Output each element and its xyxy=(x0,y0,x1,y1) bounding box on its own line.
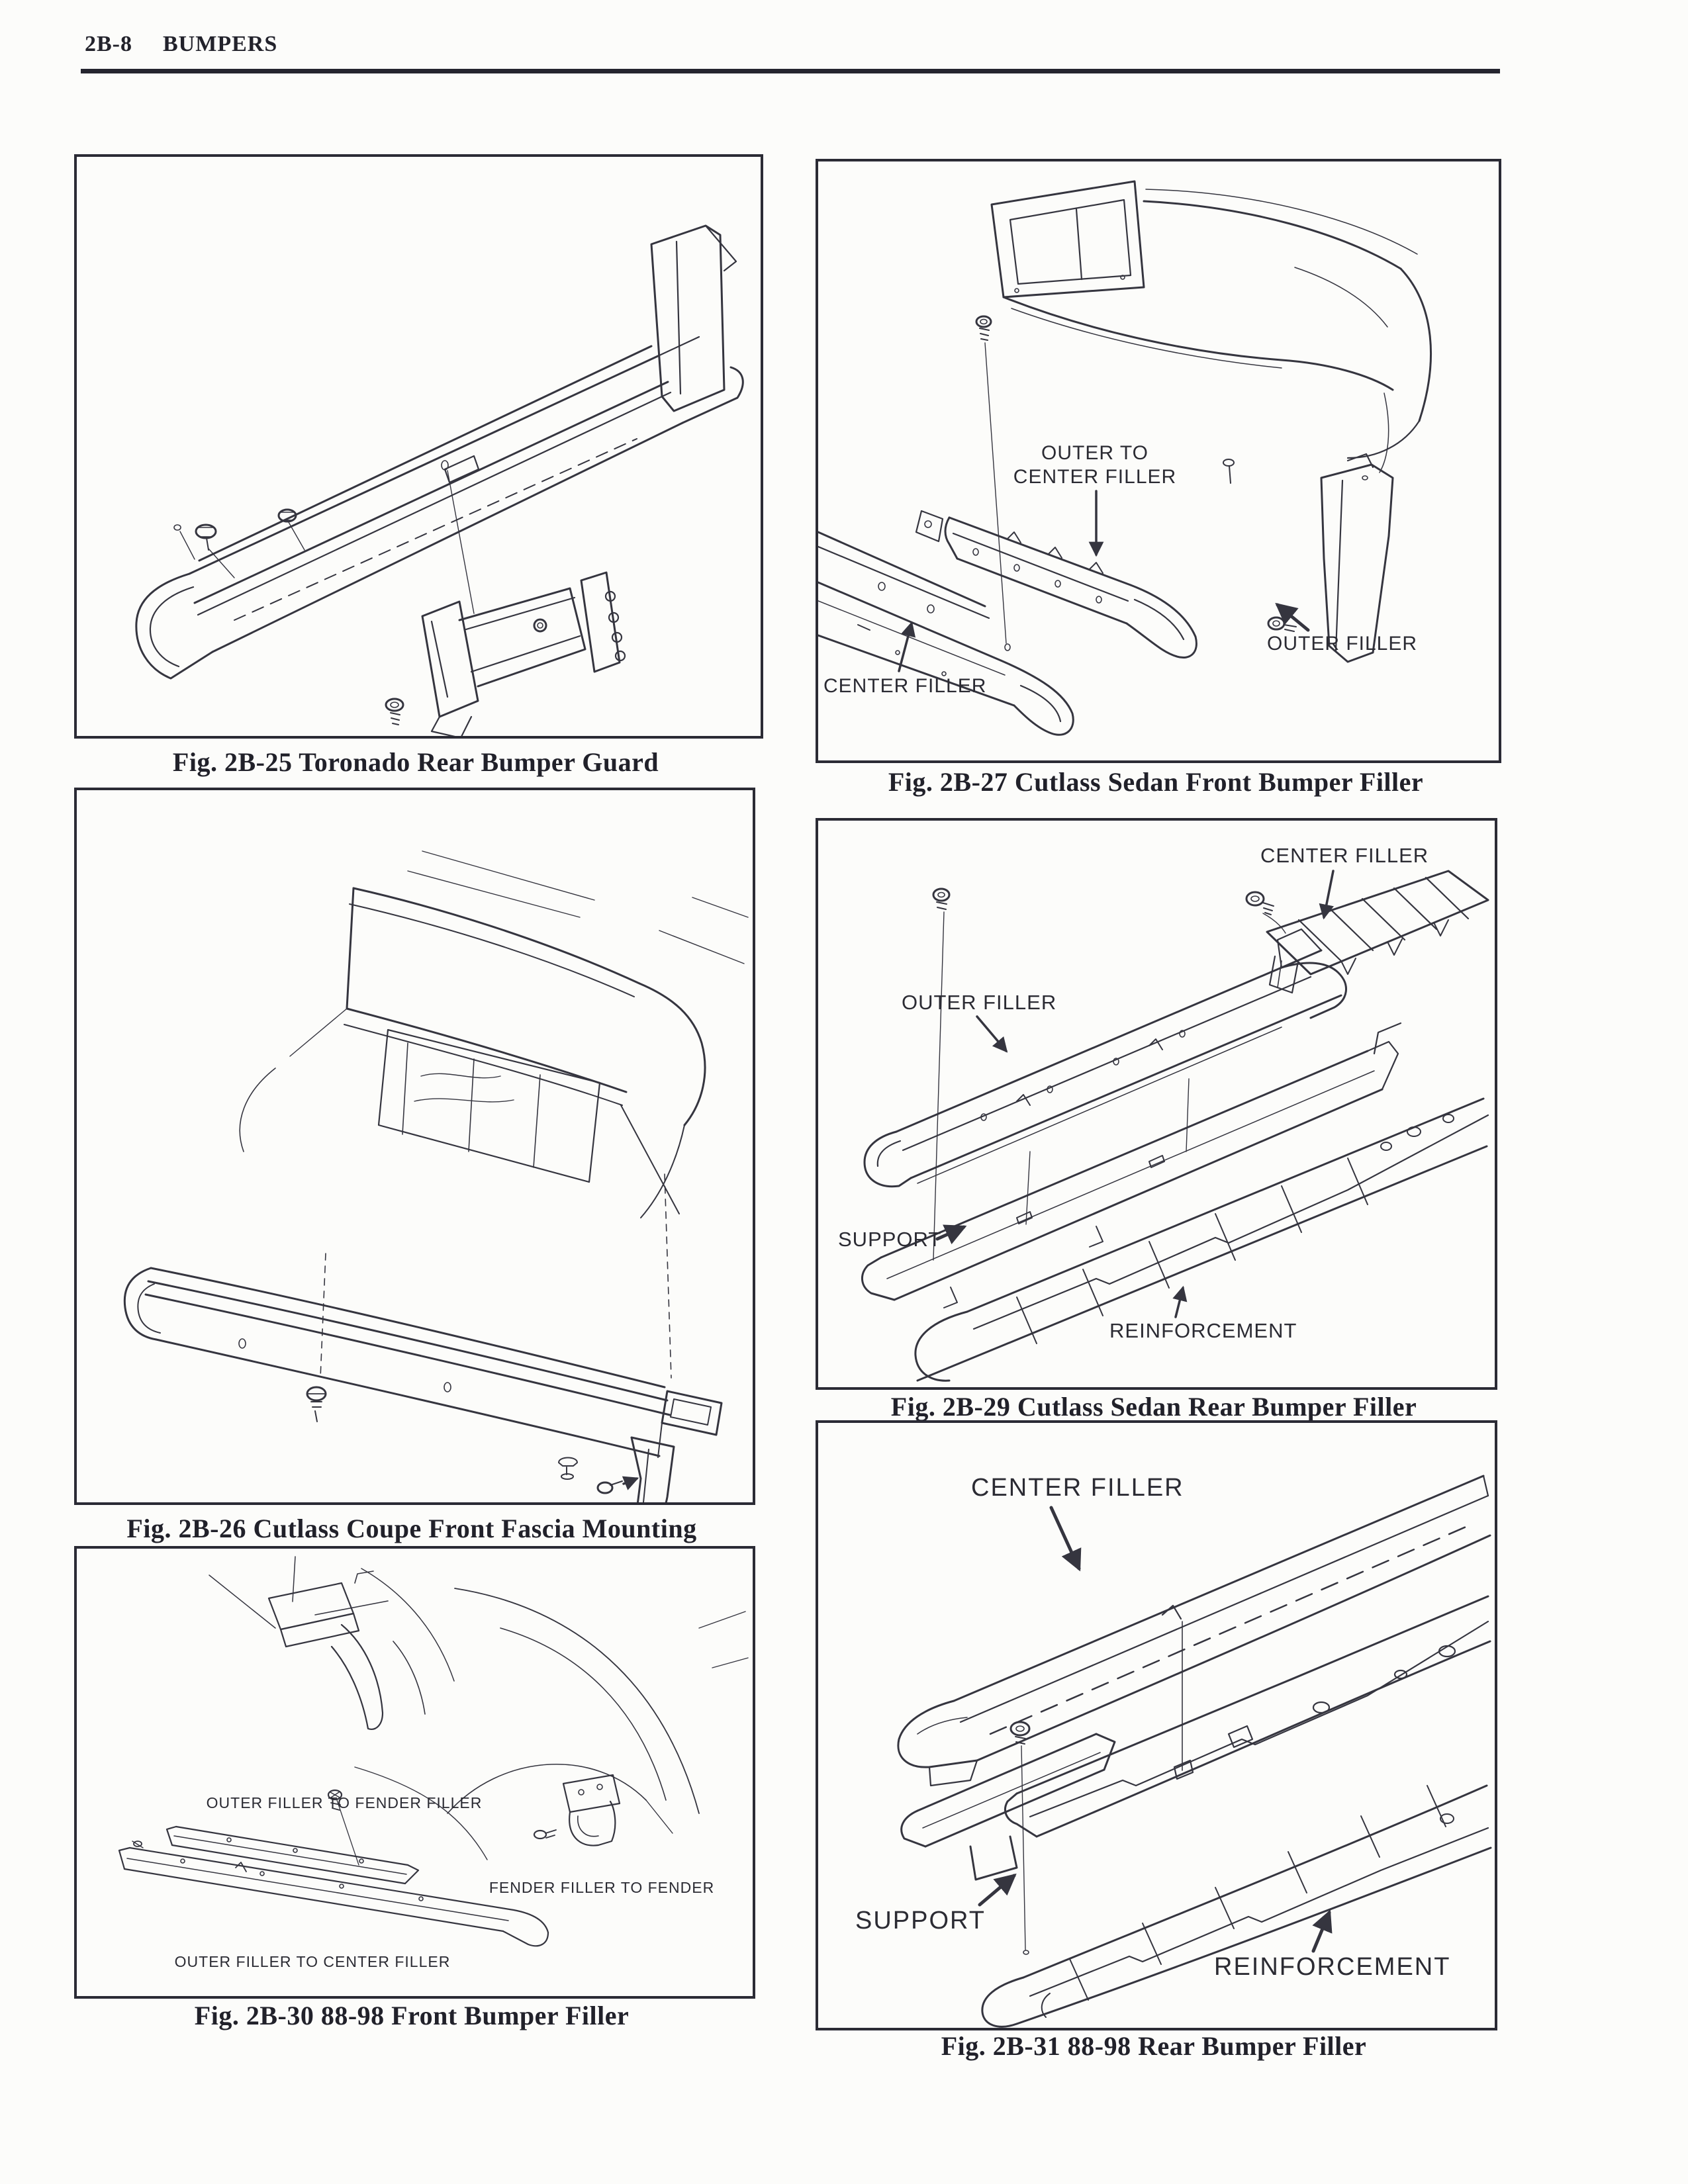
figure-caption-2b27: Fig. 2B-27 Cutlass Sedan Front Bumper Fi… xyxy=(888,767,1424,797)
part-label-reinforcement: REINFORCEMENT xyxy=(1214,1953,1451,1981)
part-label-center-filler: CENTER FILLER xyxy=(1260,844,1429,867)
page-header: 2B-8 BUMPERS xyxy=(85,32,277,57)
part-label-outer-to-center-line2: CENTER FILLER xyxy=(1013,466,1177,488)
section-code: 2B-8 xyxy=(85,32,132,56)
part-label-center-filler: CENTER FILLER xyxy=(823,675,987,697)
figure-box-2b27: OUTER TO CENTER FILLER CENTER FILLER OUT… xyxy=(816,159,1501,763)
part-label-support: SUPPORT xyxy=(838,1228,942,1251)
part-label-outer-filler-to-fender-filler: OUTER FILLER TO FENDER FILLER xyxy=(206,1794,483,1811)
figure-box-2b30: OUTER FILLER TO FENDER FILLER FENDER FIL… xyxy=(74,1546,755,1999)
figure-box-2b29: CENTER FILLER OUTER FILLER SUPPORT REINF… xyxy=(816,818,1497,1390)
figure-caption-2b26: Fig. 2B-26 Cutlass Coupe Front Fascia Mo… xyxy=(126,1514,697,1543)
part-label-outer-filler: OUTER FILLER xyxy=(1267,633,1418,655)
toronado-rear-bumper-guard-drawing xyxy=(135,224,744,736)
part-label-support: SUPPORT xyxy=(855,1907,986,1934)
part-label-outer-to-center-line1: OUTER TO xyxy=(1041,442,1149,464)
figure-caption-2b25: Fig. 2B-25 Toronado Rear Bumper Guard xyxy=(172,747,659,777)
part-label-outer-filler-to-center-filler: OUTER FILLER TO CENTER FILLER xyxy=(174,1953,451,1970)
part-label-fender-filler-to-fender: FENDER FILLER TO FENDER xyxy=(489,1879,715,1896)
figure-caption-2b30: Fig. 2B-30 88-98 Front Bumper Filler xyxy=(194,2001,630,2030)
rear-bumper-filler-88-98-drawing xyxy=(897,1475,1492,2028)
section-title: BUMPERS xyxy=(163,32,278,56)
figure-caption-2b31: Fig. 2B-31 88-98 Rear Bumper Filler xyxy=(941,2031,1367,2061)
figure-caption-2b29: Fig. 2B-29 Cutlass Sedan Rear Bumper Fil… xyxy=(890,1392,1417,1422)
part-label-reinforcement: REINFORCEMENT xyxy=(1109,1319,1297,1342)
cutlass-sedan-front-bumper-filler-drawing xyxy=(818,180,1432,736)
cutlass-coupe-front-fascia-drawing xyxy=(123,850,749,1502)
header-rule xyxy=(81,69,1500,73)
part-label-center-filler: CENTER FILLER xyxy=(971,1474,1184,1502)
figure-box-2b31: CENTER FILLER SUPPORT REINFORCEMENT xyxy=(816,1420,1497,2030)
figure-box-2b26 xyxy=(74,788,755,1505)
front-bumper-filler-88-98-drawing xyxy=(118,1556,749,1947)
cutlass-sedan-rear-bumper-filler-drawing xyxy=(861,870,1489,1382)
figure-box-2b25 xyxy=(74,154,763,739)
part-label-outer-filler: OUTER FILLER xyxy=(902,991,1057,1014)
